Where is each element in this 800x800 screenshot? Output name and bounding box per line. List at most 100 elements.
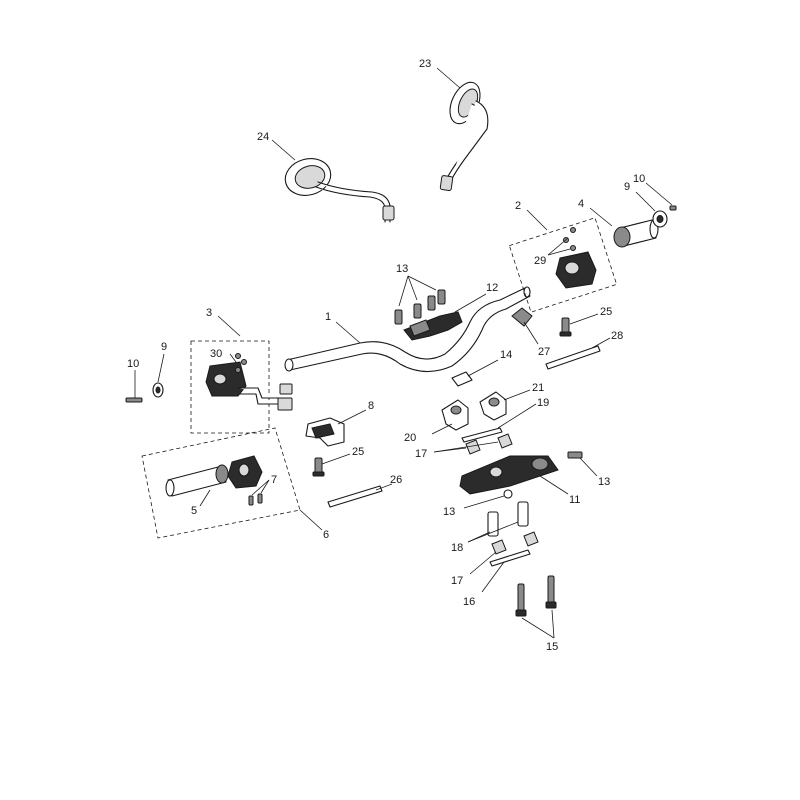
- callout-1: 1: [325, 311, 331, 323]
- leader-28: [591, 337, 611, 349]
- callout-9-left: 9: [161, 341, 167, 353]
- callout-5: 5: [191, 505, 197, 517]
- bushes-17-lower: [491, 531, 539, 555]
- bolt-25-lower: [312, 457, 325, 477]
- leader-29b: [547, 248, 571, 256]
- callout-28: 28: [611, 330, 623, 342]
- callout-26: 26: [390, 474, 402, 486]
- leader-9-right: [635, 191, 656, 212]
- leader-11: [539, 475, 569, 495]
- leader-21: [503, 389, 531, 401]
- leader-29: [547, 237, 569, 256]
- callout-6: 6: [323, 529, 329, 541]
- leader-15b: [551, 609, 555, 639]
- leader-13-lower: [463, 495, 505, 509]
- bar-end-screw-right: [669, 205, 677, 211]
- leader-6: [299, 509, 323, 531]
- leader-17-lower: [469, 551, 497, 575]
- throttle-screws: [248, 493, 263, 506]
- leader-13-top-c: [407, 275, 437, 291]
- leader-24: [271, 139, 296, 161]
- leader-15a: [521, 617, 555, 639]
- clamp-bolts-upper: [394, 289, 446, 325]
- leader-25-upper: [569, 313, 599, 325]
- callout-10-left: 10: [127, 358, 139, 370]
- callout-12: 12: [486, 282, 498, 294]
- callout-8: 8: [368, 400, 374, 412]
- callout-23: 23: [419, 58, 431, 70]
- riser-21: [479, 391, 507, 421]
- bar-end-weight-right: [652, 210, 668, 228]
- callout-17-upper: 17: [415, 448, 427, 460]
- callout-7: 7: [271, 474, 277, 486]
- bolt-13-right: [567, 451, 583, 459]
- callout-4: 4: [578, 198, 584, 210]
- callout-13-right: 13: [598, 476, 610, 488]
- leader-14: [467, 359, 499, 377]
- leader-25-lower: [321, 453, 351, 465]
- bolt-25-upper: [559, 317, 572, 337]
- callout-9-right: 9: [624, 181, 630, 193]
- leader-23: [436, 67, 461, 89]
- nut-13-lower: [503, 489, 513, 499]
- callout-27: 27: [538, 346, 550, 358]
- callout-24: 24: [257, 131, 269, 143]
- leader-2: [526, 209, 548, 231]
- group-box-3: [190, 340, 270, 434]
- leader-3: [217, 315, 241, 337]
- leader-27: [523, 321, 539, 345]
- leader-7a: [251, 479, 270, 496]
- leader-7b: [260, 479, 270, 494]
- washers-19: [461, 427, 503, 443]
- throttle-housing: [227, 455, 263, 489]
- leader-17-upper-b: [433, 441, 499, 453]
- leader-8: [337, 409, 367, 425]
- leader-19: [497, 403, 537, 429]
- cable-tie-26: [327, 485, 383, 508]
- leader-20: [431, 423, 453, 435]
- callout-25-lower: 25: [352, 446, 364, 458]
- leader-13-top-b: [407, 275, 418, 301]
- leader-13-top-a: [398, 275, 409, 307]
- leader-12: [454, 293, 487, 313]
- callout-18: 18: [451, 542, 463, 554]
- callout-30: 30: [210, 348, 222, 360]
- leader-1: [335, 321, 361, 344]
- leader-26: [375, 483, 393, 491]
- leader-10-right: [645, 182, 673, 206]
- washers-16: [489, 549, 531, 567]
- top-yoke: [459, 455, 559, 495]
- callout-20: 20: [404, 432, 416, 444]
- callout-2: 2: [515, 200, 521, 212]
- callout-25-upper: 25: [600, 306, 612, 318]
- callout-14: 14: [500, 349, 512, 361]
- callout-11: 11: [569, 494, 580, 506]
- leader-16: [481, 561, 505, 593]
- lever-clamp-8: [305, 417, 345, 447]
- left-grip: [165, 464, 229, 497]
- leader-30: [229, 353, 237, 363]
- callout-13-top: 13: [396, 263, 408, 275]
- right-grip: [613, 219, 659, 248]
- right-switch-housing: [555, 227, 597, 289]
- right-mirror: [439, 81, 489, 192]
- callout-17-lower: 17: [451, 575, 463, 587]
- callout-19: 19: [537, 397, 549, 409]
- bar-end-weight-left: [152, 382, 164, 398]
- callout-21: 21: [532, 382, 544, 394]
- left-switch-housing: [205, 353, 293, 411]
- bar-end-screw-left: [125, 397, 143, 403]
- callout-10-right: 10: [633, 173, 645, 185]
- group-box-6: [141, 427, 301, 539]
- callout-15: 15: [546, 641, 558, 653]
- riser-20: [441, 399, 469, 431]
- rubber-mounts-18: [487, 501, 529, 537]
- callout-29: 29: [534, 255, 546, 267]
- riser-bolts-15: [515, 575, 557, 617]
- callout-3: 3: [206, 307, 212, 319]
- group-box-2: [508, 217, 618, 313]
- upper-clamp: [403, 311, 463, 341]
- cylinder-14: [451, 371, 473, 387]
- bushes-17-upper: [465, 433, 513, 455]
